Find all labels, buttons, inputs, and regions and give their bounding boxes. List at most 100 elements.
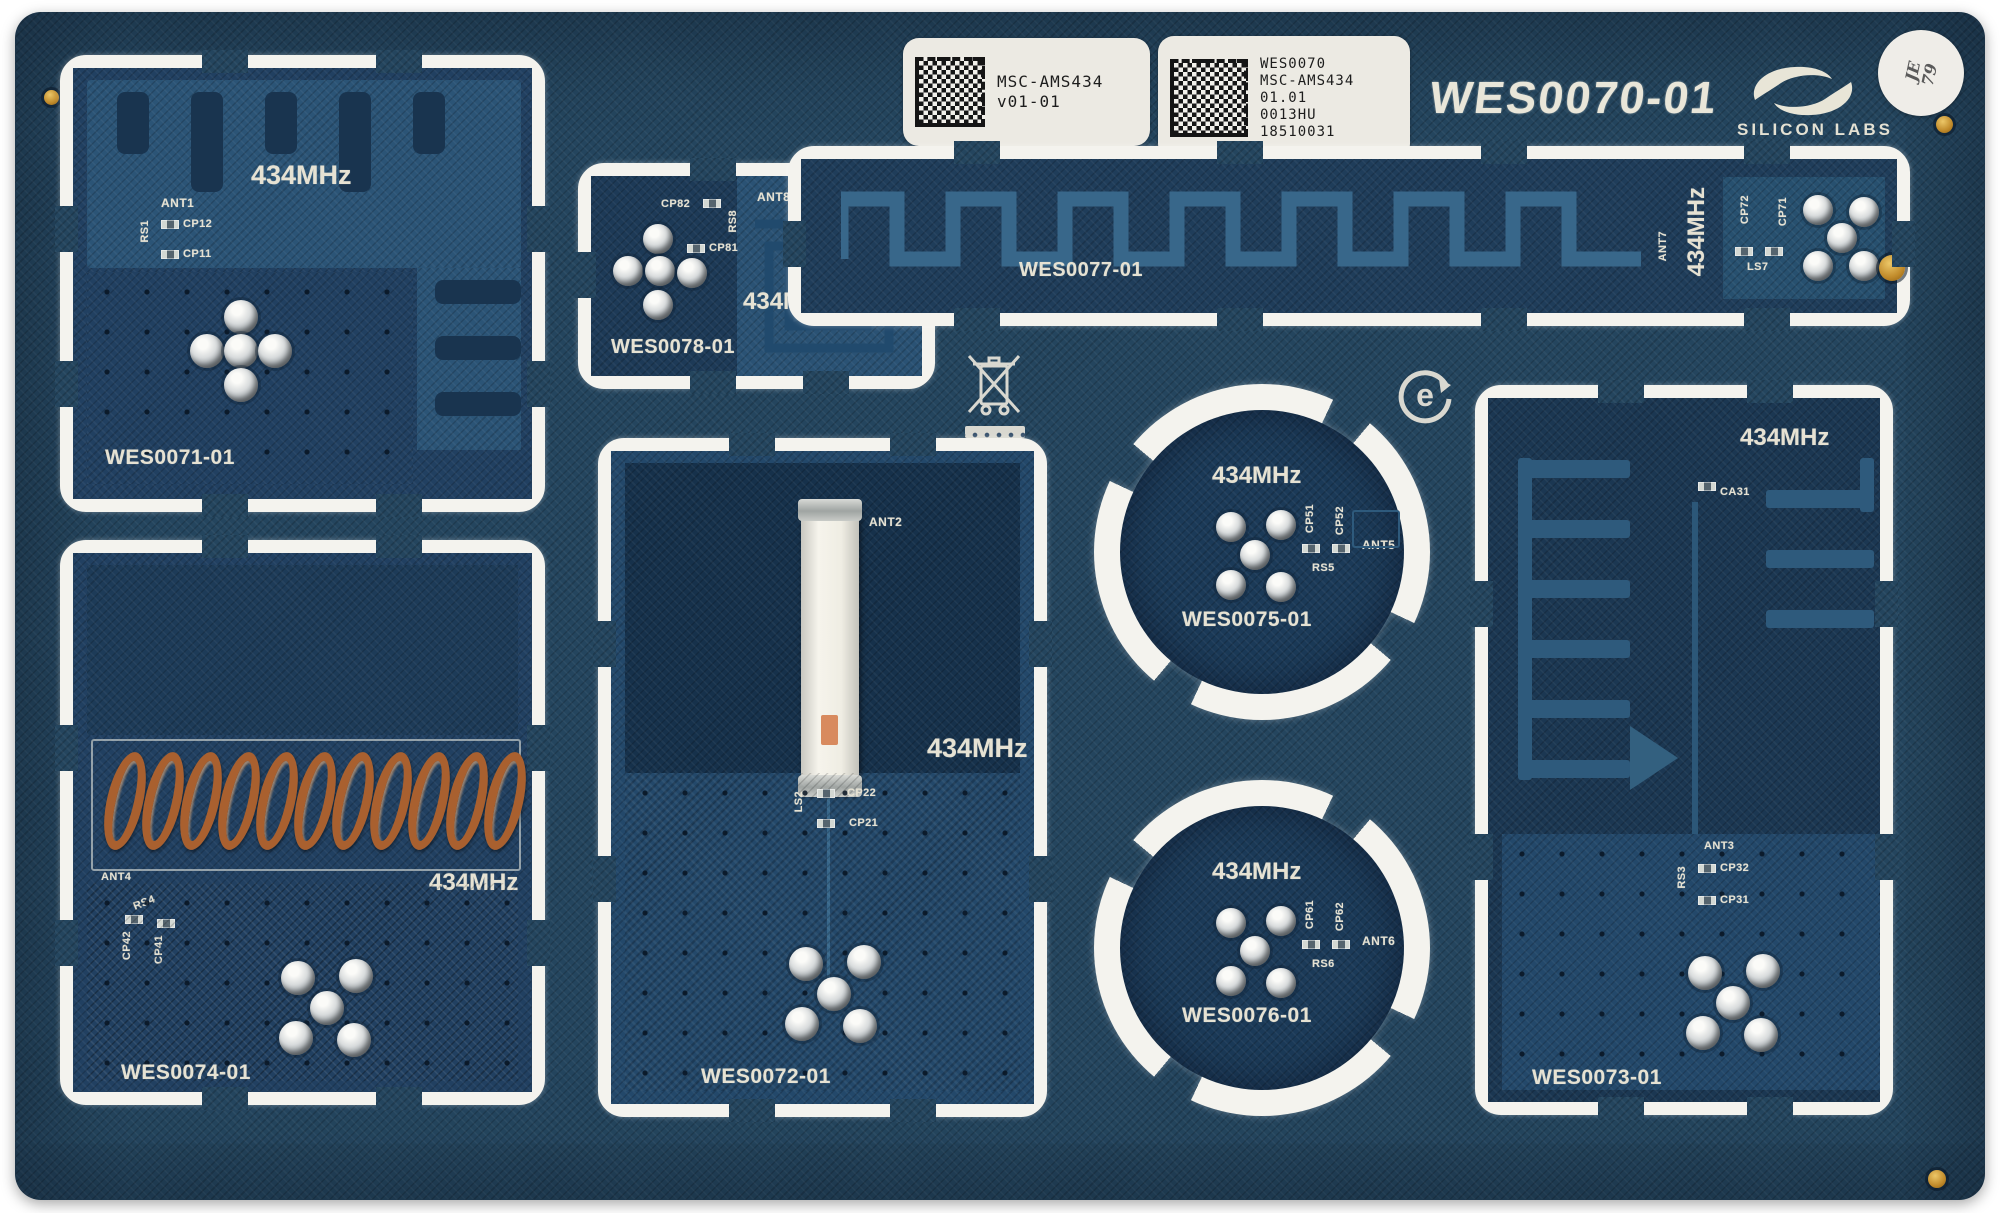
freq-label: 434MHz <box>1212 462 1302 489</box>
component-footprint <box>1302 940 1320 949</box>
cp12-label: CP12 <box>183 218 213 230</box>
round-pcb: 434MHz CP51 CP52 ANT5 RS5 WES0075-01 <box>1120 410 1404 694</box>
barcode-label-1: MSC-AMS434 v01-01 <box>903 38 1150 146</box>
board-name: WES0075-01 <box>1182 608 1312 631</box>
board-wes0072: ANT2 434MHz LS2 CP22 CP21 WES0072-01 <box>593 433 1052 1122</box>
silicon-labs-logo-icon <box>1753 66 1853 116</box>
cp71-label: CP71 <box>1777 197 1789 227</box>
fiducial-hole <box>44 90 59 105</box>
meander-antenna <box>841 191 1641 267</box>
cp52-label: CP52 <box>1334 506 1346 536</box>
solder-joint <box>613 256 643 286</box>
solder-joint <box>1216 908 1246 938</box>
brand-name: SILICON LABS <box>1737 120 1893 139</box>
freq-label: 434MHz <box>1683 187 1710 277</box>
rs3-label: RS3 <box>1676 866 1688 889</box>
coil-outline <box>91 739 521 871</box>
component-footprint <box>1332 544 1350 553</box>
board-wes0071: 434MHz ANT1 RS1 CP12 CP11 WES0071-01 <box>55 50 550 517</box>
cp51-label: CP51 <box>1304 504 1316 534</box>
component-footprint <box>703 199 721 208</box>
label2-line5: 18510031 <box>1260 123 1336 140</box>
label2-line4: 0013HU <box>1260 106 1317 123</box>
rs8-label: RS8 <box>727 210 739 233</box>
solder-joint <box>843 1009 877 1043</box>
solder-joint <box>1266 572 1296 602</box>
cp11-label: CP11 <box>183 248 212 260</box>
solder-joint <box>1216 966 1246 996</box>
sticker-line2: 79 <box>1917 61 1941 88</box>
solder-joint <box>785 1007 819 1041</box>
solder-joint <box>1803 195 1833 225</box>
solder-joint <box>1849 197 1879 227</box>
solder-joint <box>1746 954 1780 988</box>
ant4-label: ANT4 <box>101 871 132 883</box>
ls7-label: LS7 <box>1747 261 1769 273</box>
solder-joint <box>1849 251 1879 281</box>
board-name: WES0073-01 <box>1532 1066 1662 1089</box>
cp21-label: CP21 <box>849 817 879 829</box>
label1-text: MSC-AMS434 v01-01 <box>997 72 1103 112</box>
solder-joint <box>1240 540 1270 570</box>
component-footprint <box>1332 940 1350 949</box>
cp62-label: CP62 <box>1334 902 1346 932</box>
fiducial-hole <box>1928 1170 1946 1188</box>
solder-joint <box>1266 906 1296 936</box>
cp82-label: CP82 <box>661 198 691 210</box>
solder-joint <box>281 961 315 995</box>
component-footprint <box>1735 247 1753 256</box>
solder-joint <box>1744 1018 1778 1052</box>
solder-joint <box>1716 986 1750 1020</box>
solder-joint <box>190 334 224 368</box>
pcb-panel: MSC-AMS434 v01-01 WES0070 MSC-AMS434 01.… <box>15 12 1985 1200</box>
ant5-label: ANT5 <box>1362 538 1396 552</box>
board-wes0075: 434MHz CP51 CP52 ANT5 RS5 WES0075-01 <box>1094 384 1430 720</box>
label2-text: WES0070 MSC-AMS434 01.01 0013HU 18510031 <box>1260 56 1354 141</box>
rs1-label: RS1 <box>139 220 151 243</box>
ls2-label: LS2 <box>793 791 805 813</box>
board-name: WES0071-01 <box>105 446 235 469</box>
label2-line1: WES0070 <box>1260 55 1327 72</box>
board-wes0074: ANT4 434MHz RS4 CP42 CP41 WES0074-01 <box>55 535 550 1110</box>
freq-label: 434MHz <box>1740 424 1830 451</box>
solder-joint <box>643 290 673 320</box>
solder-joint <box>817 977 851 1011</box>
component-footprint <box>687 244 705 253</box>
cp31-label: CP31 <box>1720 894 1750 906</box>
solder-joint <box>279 1021 313 1055</box>
antenna-area <box>87 80 521 268</box>
feed-trace <box>1692 502 1698 834</box>
component-footprint <box>1302 544 1320 553</box>
solder-joint <box>643 224 673 254</box>
solder-joint <box>789 947 823 981</box>
solder-joint <box>847 945 881 979</box>
ant8-label: ANT8 <box>757 190 791 204</box>
solder-joint <box>1266 968 1296 998</box>
board-name: WES0072-01 <box>701 1065 831 1088</box>
solder-joint <box>337 1023 371 1057</box>
solder-joint <box>1686 1016 1720 1050</box>
label1-line2: v01-01 <box>997 92 1061 111</box>
board-wes0077: WES0077-01 ANT7 434MHz CP72 CP71 LS7 <box>783 141 1915 331</box>
ant2-label: ANT2 <box>869 515 903 529</box>
freq-label: 434MHz <box>251 160 352 190</box>
datamatrix-barcode <box>915 57 985 127</box>
component-footprint <box>817 819 835 828</box>
solder-joint <box>1216 512 1246 542</box>
ant6-label: ANT6 <box>1362 934 1396 948</box>
rs5-label: RS5 <box>1312 562 1335 574</box>
component-footprint <box>161 250 179 259</box>
arrow-structure <box>1630 726 1678 790</box>
solder-joint <box>224 334 258 368</box>
label1-line1: MSC-AMS434 <box>997 72 1104 91</box>
solder-joint <box>310 991 344 1025</box>
board-wes0073: 434MHz CA31 ANT3 RS3 CP3 <box>1470 380 1898 1120</box>
component-footprint <box>1765 247 1783 256</box>
component-footprint <box>817 789 835 798</box>
board-name: WES0077-01 <box>1019 259 1143 281</box>
fiducial-hole <box>1936 116 1953 133</box>
ant3-label: ANT3 <box>1704 840 1735 852</box>
freq-label: 434MHz <box>1212 858 1302 885</box>
component-footprint <box>1698 864 1716 873</box>
